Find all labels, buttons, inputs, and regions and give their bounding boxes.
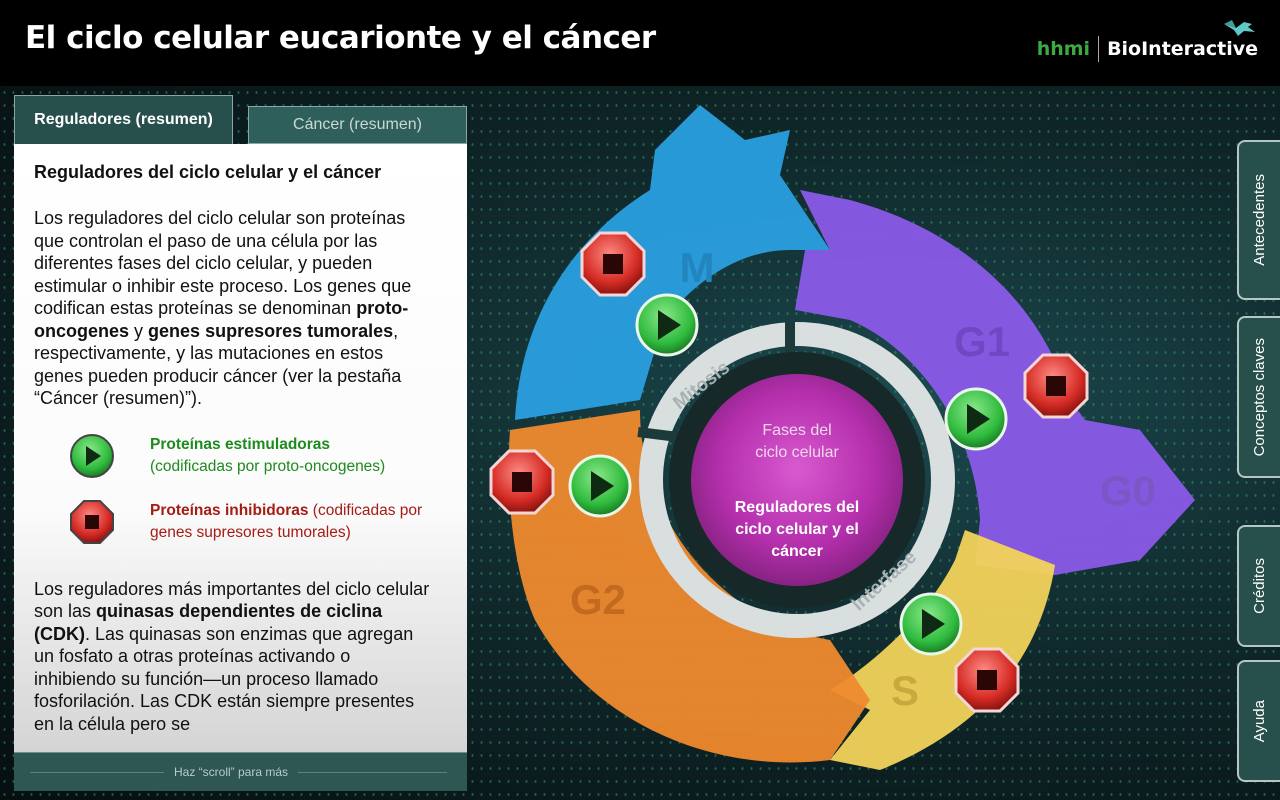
stimulator-button-g2[interactable] <box>568 454 632 518</box>
legend: Proteínas estimuladoras (codificadas por… <box>68 432 434 546</box>
side-tab-creditos[interactable]: Créditos <box>1237 525 1280 647</box>
tab-reguladores-resumen[interactable]: Reguladores (resumen) <box>14 95 233 144</box>
phase-label-m: M <box>680 244 715 291</box>
red-stop-icon <box>70 499 114 544</box>
stimulator-button-g1[interactable] <box>944 387 1008 451</box>
stimulator-button-s[interactable] <box>899 592 963 656</box>
phase-label-s: S <box>891 667 919 714</box>
cell-cycle-diagram: Fases del ciclo celular Reguladores del … <box>489 105 1195 770</box>
intro-text-and: y <box>129 320 149 341</box>
side-tab-antecedentes[interactable]: Antecedentes <box>1237 140 1280 300</box>
panel-heading: Reguladores del ciclo celular y el cánce… <box>34 162 382 182</box>
legend-stimulator-text: Proteínas estimuladoras (codificadas por… <box>150 432 385 478</box>
inhibitor-button-g1[interactable] <box>1023 353 1089 419</box>
cdk-paragraph: Los reguladores más importantes del cicl… <box>34 578 434 736</box>
term-genes-supresores: genes supresores tumorales <box>148 320 394 341</box>
scroll-hint-label: Haz “scroll” para más <box>164 765 299 779</box>
center-title-line1: Fases del <box>762 422 831 439</box>
biointeractive-logo-text: BioInteractive <box>1107 38 1258 60</box>
legend-stimulator-title: Proteínas estimuladoras <box>150 435 331 453</box>
ring-divider-left <box>637 427 679 442</box>
intro-text-end: , respectivamente, y las mutaciones en e… <box>34 320 402 409</box>
center-link-line1[interactable]: Reguladores del <box>735 499 859 516</box>
side-tab-conceptos-claves-label: Conceptos claves <box>1251 337 1268 457</box>
phase-label-g1: G1 <box>954 318 1010 365</box>
term-cdk: quinasas dependientes de ciclina (CDK) <box>34 601 383 644</box>
center-link-line3[interactable]: cáncer <box>771 543 823 560</box>
cdk-text-end: . Las quinasas son enzimas que agregan u… <box>34 623 415 734</box>
stimulator-button-m[interactable] <box>635 293 699 357</box>
green-play-icon <box>70 433 114 478</box>
side-tab-conceptos-claves[interactable]: Conceptos claves <box>1237 316 1280 478</box>
inhibitor-button-g2[interactable] <box>489 449 555 515</box>
hhmi-biointeractive-logo[interactable]: hhmi BioInteractive <box>1037 36 1258 62</box>
center-link-line2[interactable]: ciclo celular y el <box>735 521 859 538</box>
legend-inhibitor-text: Proteínas inhibidoras (codificadas por g… <box>150 498 434 544</box>
app-title: El ciclo celular eucarionte y el cáncer <box>25 20 656 56</box>
legend-stimulator-desc: (codificadas por proto-oncogenes) <box>150 457 386 475</box>
phase-label-g0: G0 <box>1100 467 1156 514</box>
hhmi-logo-text: hhmi <box>1036 38 1091 60</box>
legend-inhibitor-desc: (codificadas por genes supresores tumora… <box>150 501 423 541</box>
intro-text: Los reguladores del ciclo celular son pr… <box>34 208 412 318</box>
content-panel-body: Reguladores del ciclo celular y el cánce… <box>34 162 434 735</box>
biointeractive-bird-icon <box>1224 20 1255 36</box>
phase-ring <box>639 322 955 638</box>
content-panel[interactable]: Reguladores del ciclo celular y el cánce… <box>14 144 467 753</box>
inhibitor-button-s[interactable] <box>954 647 1020 713</box>
cdk-text: Los reguladores más importantes del cicl… <box>34 578 430 622</box>
center-title-line2: ciclo celular <box>755 444 839 461</box>
side-tab-ayuda[interactable]: Ayuda <box>1237 660 1280 782</box>
side-tab-antecedentes-label: Antecedentes <box>1251 174 1268 266</box>
phase-g1-segment[interactable] <box>795 190 1195 575</box>
logo-divider <box>1098 36 1100 62</box>
legend-inhibitor: Proteínas inhibidoras (codificadas por g… <box>68 498 434 546</box>
legend-stimulator: Proteínas estimuladoras (codificadas por… <box>68 432 434 480</box>
intro-paragraph: Los reguladores del ciclo celular son pr… <box>34 207 434 410</box>
legend-inhibitor-title: Proteínas inhibidoras <box>150 501 309 519</box>
tab-cancer-resumen[interactable]: Cáncer (resumen) <box>248 106 467 144</box>
term-proto-oncogenes: proto-oncogenes <box>34 298 409 341</box>
side-tab-creditos-label: Créditos <box>1251 558 1268 614</box>
phase-label-g2: G2 <box>570 576 626 623</box>
app-header: El ciclo celular eucarionte y el cáncer … <box>0 0 1280 86</box>
center-button[interactable] <box>691 374 903 586</box>
phase-m-segment[interactable] <box>515 105 830 420</box>
side-tab-ayuda-label: Ayuda <box>1251 699 1268 743</box>
inhibitor-button-m[interactable] <box>580 231 646 297</box>
scroll-hint-bar[interactable]: Haz “scroll” para más <box>14 752 467 791</box>
